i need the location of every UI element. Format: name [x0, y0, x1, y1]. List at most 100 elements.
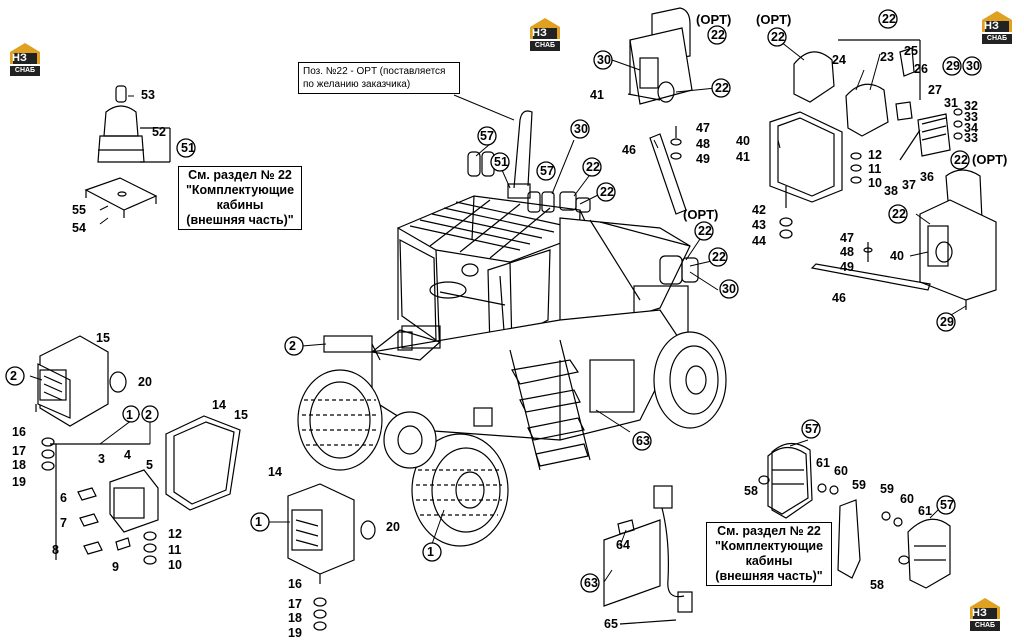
- callout-number: 57: [540, 164, 554, 178]
- callout-number: 12: [868, 148, 882, 162]
- callout-number: 22: [586, 160, 600, 174]
- callout-number: 17: [12, 444, 26, 458]
- callout-number: 22: [600, 185, 614, 199]
- rear-tire: [653, 331, 727, 429]
- callout-number: 22: [882, 12, 896, 26]
- company-logo: НЗ СНАБ: [968, 597, 1002, 631]
- house-icon: [10, 43, 40, 64]
- lamp-cover-left: [165, 415, 241, 511]
- callout-number: 33: [964, 131, 978, 145]
- callout-number: 40: [736, 134, 750, 148]
- callout-number: 24: [832, 53, 846, 67]
- work-lamp-lower-right: [758, 442, 951, 589]
- callout-number: 55: [72, 203, 86, 217]
- callout-number: 26: [914, 62, 928, 76]
- callout-number: 15: [234, 408, 248, 422]
- optional-position-note: Поз. №22 - OPT (поставляется по желанию …: [298, 62, 460, 94]
- callout-number: 43: [752, 218, 766, 232]
- callout-number: 1: [255, 515, 262, 529]
- callout-number: 10: [868, 176, 882, 190]
- callout-number: 14: [212, 398, 226, 412]
- callout-number: 52: [152, 125, 166, 139]
- callout-number: 48: [696, 137, 710, 151]
- callout-number: 37: [902, 178, 916, 192]
- house-icon: [530, 18, 560, 39]
- callout-number: 22: [892, 207, 906, 221]
- callout-number: 31: [944, 96, 958, 110]
- callout-number: 11: [868, 162, 882, 176]
- callout-number: 59: [880, 482, 894, 496]
- rear-lamp-lower: [287, 483, 376, 631]
- callout-number: 18: [288, 611, 302, 625]
- callout-number: 10: [168, 558, 182, 572]
- callout-number: 49: [840, 260, 854, 274]
- opt-label: (OPT): [756, 12, 792, 27]
- callout-number: 53: [141, 88, 155, 102]
- forklift-body: [323, 110, 699, 471]
- lamp-bracket-right: [769, 111, 921, 239]
- callout-number: 20: [138, 375, 152, 389]
- callout-number: 41: [590, 88, 604, 102]
- callout-number: 22: [698, 224, 712, 238]
- line-art: [29, 7, 997, 631]
- callout-number: 64: [616, 538, 630, 552]
- front-left-tire: [297, 369, 383, 471]
- callout-number: 57: [805, 422, 819, 436]
- mirror-switch-assembly: [603, 485, 693, 625]
- company-logo: НЗ СНАБ: [8, 42, 42, 76]
- section-reference-note: См. раздел № 22 "Комплектующие кабины (в…: [706, 522, 832, 586]
- callout-number: 17: [288, 597, 302, 611]
- house-icon: [970, 598, 1000, 619]
- callout-number: 41: [736, 150, 750, 164]
- section-reference-note: См. раздел № 22 "Комплектующие кабины (в…: [178, 166, 302, 230]
- callout-number: 40: [890, 249, 904, 263]
- callout-number: 36: [920, 170, 934, 184]
- callout-number: 29: [946, 59, 960, 73]
- callout-number: 58: [870, 578, 884, 592]
- leader-lines: [29, 37, 967, 583]
- callout-number: 2: [10, 369, 17, 383]
- callout-number: 20: [386, 520, 400, 534]
- callout-number: 46: [622, 143, 636, 157]
- callout-number: 30: [722, 282, 736, 296]
- callout-number: 1: [427, 545, 434, 559]
- callout-number: 61: [918, 504, 932, 518]
- house-icon: [982, 11, 1012, 32]
- callout-number: 22: [715, 81, 729, 95]
- callout-number: 65: [604, 617, 618, 631]
- callout-number: 15: [96, 331, 110, 345]
- work-lamp-top-right: [793, 39, 963, 157]
- callout-number: 23: [880, 50, 894, 64]
- callout-number: 42: [752, 203, 766, 217]
- mounting-rod: [810, 242, 931, 291]
- callout-number: 38: [884, 184, 898, 198]
- callout-number: 47: [696, 121, 710, 135]
- callout-number: 29: [940, 315, 954, 329]
- callout-circles: [5, 9, 982, 593]
- callout-number: 60: [834, 464, 848, 478]
- callout-number: 8: [52, 543, 59, 557]
- callout-number: 7: [60, 516, 67, 530]
- center-hub: [383, 411, 437, 469]
- callout-number: 33: [964, 110, 978, 124]
- callout-number: 54: [72, 221, 86, 235]
- callout-number: 63: [584, 576, 598, 590]
- callout-number: 19: [12, 475, 26, 489]
- callout-number: 58: [744, 484, 758, 498]
- callout-number: 32: [964, 99, 978, 113]
- lamp-bracket-lower-right: [919, 169, 997, 310]
- callout-number: 47: [840, 231, 854, 245]
- opt-label: (OPT): [683, 207, 719, 222]
- callout-number: 16: [288, 577, 302, 591]
- callout-number: 11: [168, 543, 182, 557]
- opt-label: (OPT): [972, 152, 1008, 167]
- front-right-tire: [411, 433, 509, 547]
- callout-number: 61: [816, 456, 830, 470]
- callout-number: 60: [900, 492, 914, 506]
- callout-number: 9: [112, 560, 119, 574]
- callout-number: 48: [840, 245, 854, 259]
- callout-number: 18: [12, 458, 26, 472]
- callout-number: 3: [98, 452, 105, 466]
